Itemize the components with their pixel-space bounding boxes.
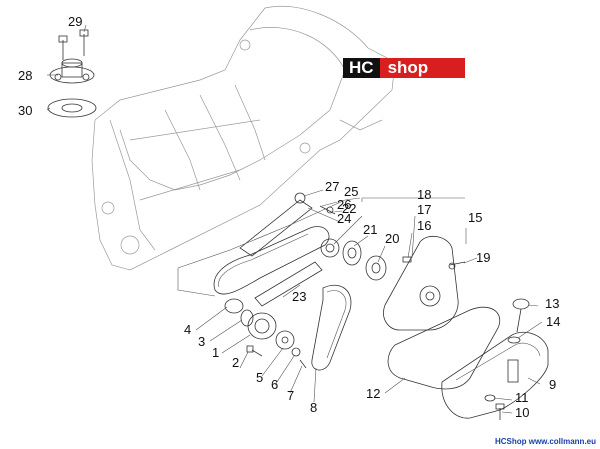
part-label-8: 8 [310,400,317,415]
chain-guide-part-23 [254,261,323,307]
footer-credit: HCShop www.collmann.eu [494,437,596,446]
part-label-16: 16 [417,218,431,233]
bolt-part-10 [495,403,505,420]
oil-sump-part-9 [441,331,549,419]
part-label-19: 19 [476,250,490,265]
ring-part-4 [224,298,244,314]
seal-part-14 [507,336,521,344]
washer-part-6 [291,347,301,357]
part-label-29: 29 [68,14,82,29]
sprocket-part-22 [320,238,340,258]
part-label-13: 13 [545,296,559,311]
part-label-24: 24 [337,211,351,226]
part-label-10: 10 [515,405,529,420]
seal-part-3 [240,309,254,327]
chain-guide-part-24 [239,199,313,257]
washer-part-11 [484,394,496,402]
part-label-17: 17 [417,202,431,217]
gasket-part-12 [387,306,501,390]
pin-part-16 [402,256,412,263]
gasket-part-30 [47,98,97,118]
part-label-30: 30 [18,103,32,118]
part-label-4: 4 [184,322,191,337]
cover-part-28 [49,58,95,84]
part-label-6: 6 [271,377,278,392]
part-label-5: 5 [256,370,263,385]
part-label-22: 22 [342,201,356,216]
part-label-28: 28 [18,68,32,83]
part-label-12: 12 [366,386,380,401]
part-label-7: 7 [287,388,294,403]
timing-chain-upper [213,226,330,295]
part-label-20: 20 [385,231,399,246]
crankcase-outline [91,5,396,271]
bolts-part-29 [58,29,89,60]
part-label-1: 1 [212,345,219,360]
part-label-21: 21 [363,222,377,237]
bolt-part-7 [299,359,307,369]
part-label-9: 9 [549,377,556,392]
gear-part-5 [275,330,295,350]
pump-cover-part-15 [383,235,459,331]
part-label-11: 11 [515,390,529,405]
part-label-2: 2 [232,355,239,370]
part-label-15: 15 [468,210,482,225]
dipstick-part-13 [512,298,530,333]
leader-lines [46,24,543,414]
part-label-3: 3 [198,334,205,349]
part-label-27: 27 [325,179,339,194]
bolt-part-19 [448,261,466,270]
logo-hc-text: HC [343,58,380,78]
screw-part-2 [246,345,263,357]
part-label-23: 23 [292,289,306,304]
timing-chain-part-8 [311,284,352,371]
oil-pump-part-1 [247,312,277,340]
hc-shop-logo: HC shop [343,58,465,78]
gear-part-20 [365,255,387,281]
part-label-25: 25 [344,184,358,199]
sprocket-part-21 [342,240,362,266]
part-label-18: 18 [417,187,431,202]
part-label-26: 26 [337,197,351,212]
logo-shop-text: shop [379,58,465,78]
part-label-14: 14 [546,314,560,329]
